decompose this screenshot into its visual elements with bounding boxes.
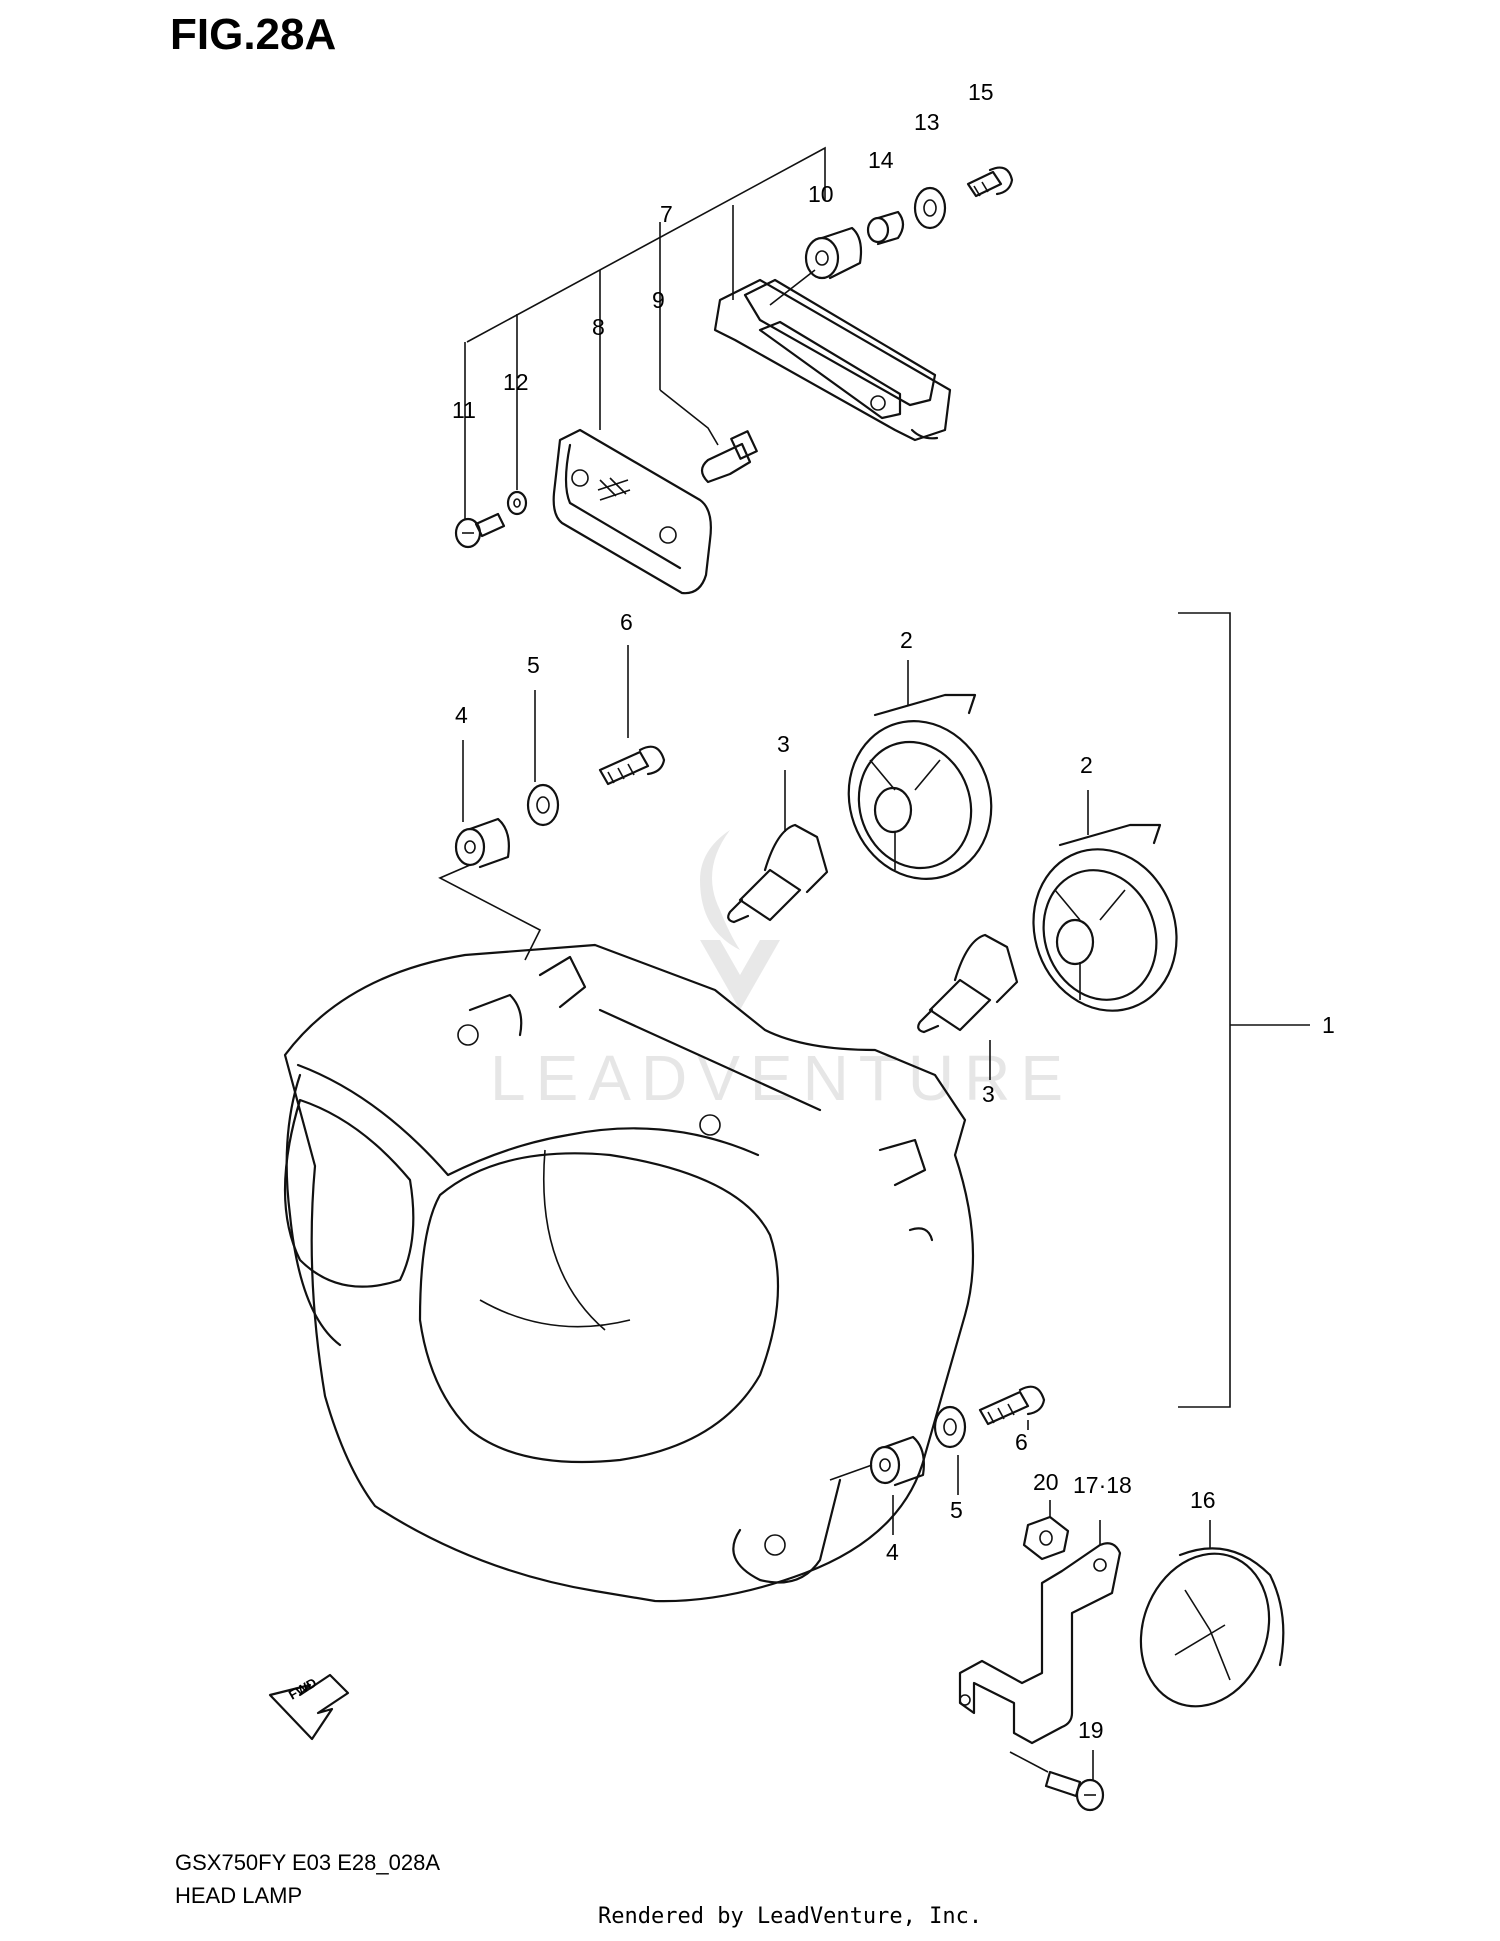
callout-5-upper: 5: [527, 652, 540, 678]
callout-4-lower: 4: [886, 1539, 899, 1565]
cap-16: [1139, 1520, 1285, 1708]
callout-labels: 1 2 2 3 3 4 4 5 5 6 6 7 8 9 10 11 12 13 …: [452, 79, 1335, 1743]
callout-2-lower: 2: [1080, 752, 1093, 778]
callout-15: 15: [968, 79, 994, 105]
washer-5-lower: [933, 1405, 967, 1495]
fwd-label: FWD: [286, 1675, 319, 1703]
callout-6-lower: 6: [1015, 1429, 1028, 1455]
callout-7: 7: [660, 201, 673, 227]
screw-11: [454, 512, 506, 549]
washer-5-upper: [526, 690, 560, 827]
fwd-arrow: FWD: [268, 1673, 350, 1741]
washer-13: [913, 186, 947, 230]
marker-bracket: [713, 278, 952, 442]
callout-3-upper: 3: [777, 731, 790, 757]
callout-12: 12: [503, 369, 529, 395]
bulb-3-upper: [727, 770, 829, 924]
callout-8: 8: [592, 314, 605, 340]
callout-10: 10: [808, 181, 834, 207]
callout-5-lower: 5: [950, 1497, 963, 1523]
callout-1: 1: [1322, 1012, 1335, 1038]
watermark-text: LEADVENTURE: [490, 1042, 1073, 1114]
screw-19: [1009, 1750, 1105, 1812]
grommet-10: [769, 226, 863, 306]
reflector-2-lower: [1032, 790, 1178, 1012]
callout-16: 16: [1190, 1487, 1216, 1513]
assembly-bracket-1: [1178, 612, 1310, 1408]
callout-6-upper: 6: [620, 609, 633, 635]
callout-19: 19: [1078, 1717, 1104, 1743]
rendered-by: Rendered by LeadVenture, Inc.: [598, 1904, 983, 1929]
washer-12: [506, 490, 528, 516]
bulb-3-lower: [917, 933, 1019, 1080]
callout-4-upper: 4: [455, 702, 468, 728]
callout-20: 20: [1033, 1469, 1059, 1495]
headlamp-housing: [283, 943, 975, 1603]
figure-title: FIG.28A: [170, 10, 337, 59]
lens-8: [552, 428, 712, 595]
bolt-6-upper: [598, 645, 666, 786]
bracket-17-18: [958, 1520, 1122, 1745]
callout-17-18: 17·18: [1073, 1472, 1132, 1498]
callout-3-lower: 3: [982, 1081, 995, 1107]
section-title: HEAD LAMP: [175, 1883, 303, 1908]
nut-20: [1022, 1500, 1070, 1561]
collar-14: [866, 210, 905, 246]
bolt-6-lower: [978, 1385, 1046, 1430]
grommet-4-lower: [829, 1435, 925, 1535]
marker-lamp-group: [454, 146, 1014, 595]
callout-9: 9: [652, 287, 665, 313]
bulb-9: [659, 389, 758, 484]
reflector-2-upper: [847, 660, 993, 880]
watermark: LEADVENTURE: [490, 830, 1073, 1114]
callout-2-upper: 2: [900, 627, 913, 653]
callout-13: 13: [914, 109, 940, 135]
callout-11: 11: [452, 397, 476, 423]
screw-15: [966, 166, 1014, 198]
callout-14: 14: [868, 147, 894, 173]
grommet-4-upper: [438, 740, 542, 961]
model-code: GSX750FY E03 E28_028A: [175, 1850, 441, 1875]
